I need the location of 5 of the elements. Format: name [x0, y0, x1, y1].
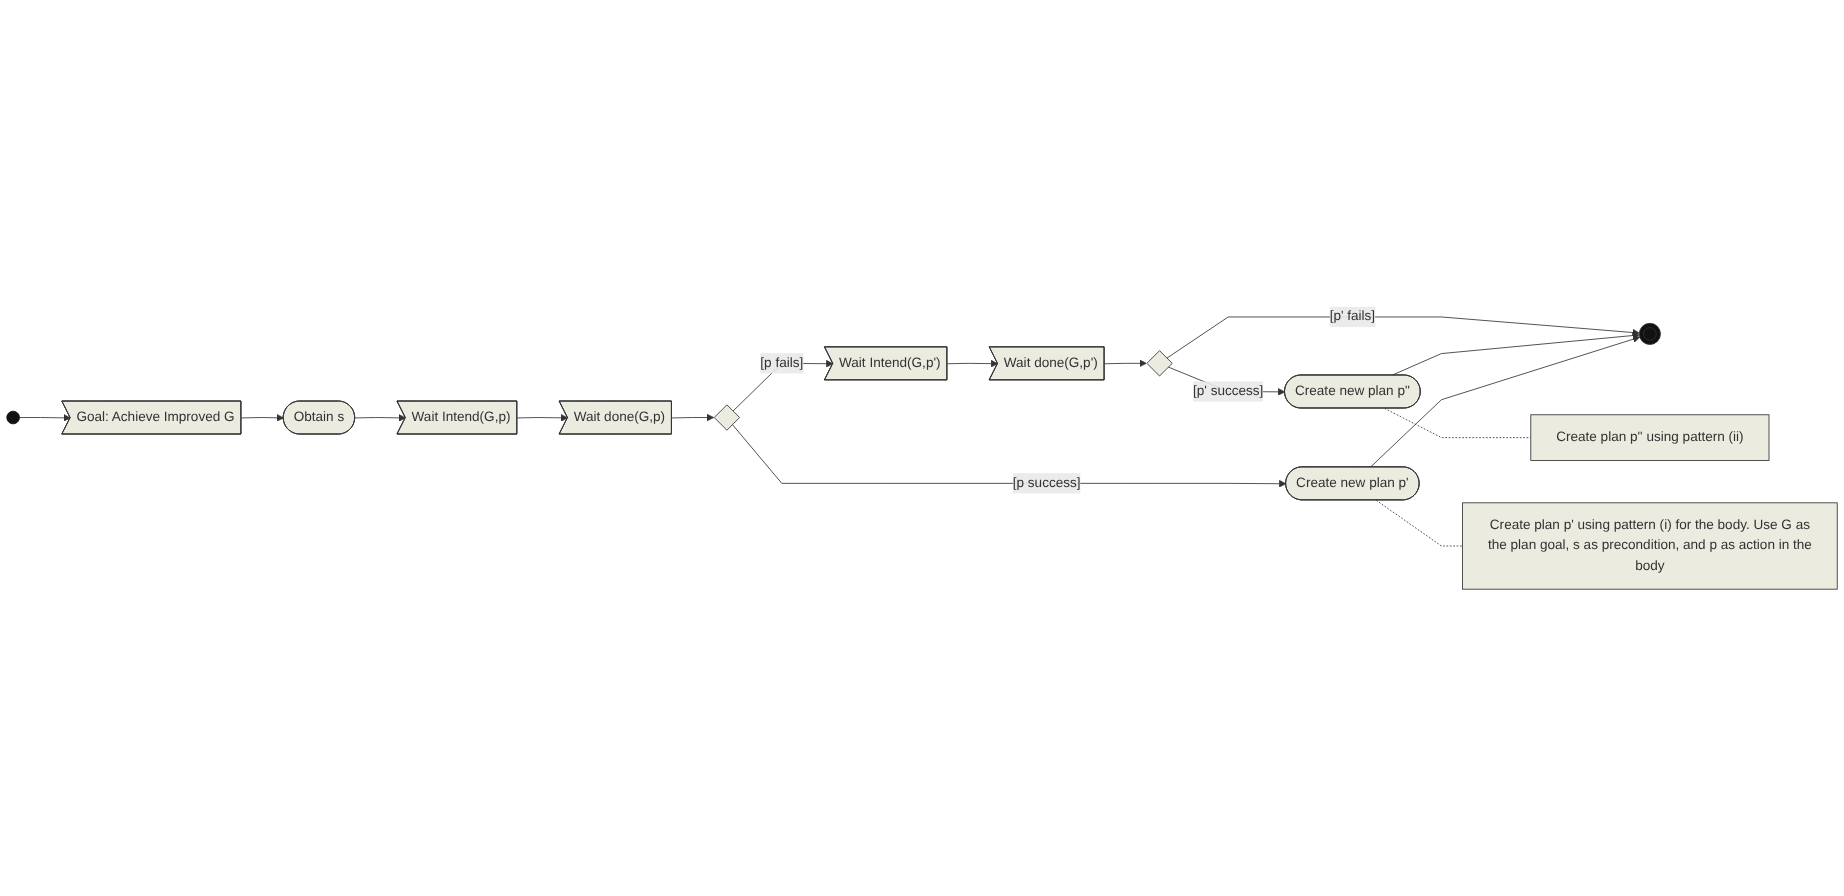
node-diamond — [1146, 350, 1173, 377]
connector — [1375, 499, 1463, 547]
node-diamond — [713, 404, 741, 431]
connector — [1384, 408, 1532, 439]
node-circle — [6, 410, 20, 425]
